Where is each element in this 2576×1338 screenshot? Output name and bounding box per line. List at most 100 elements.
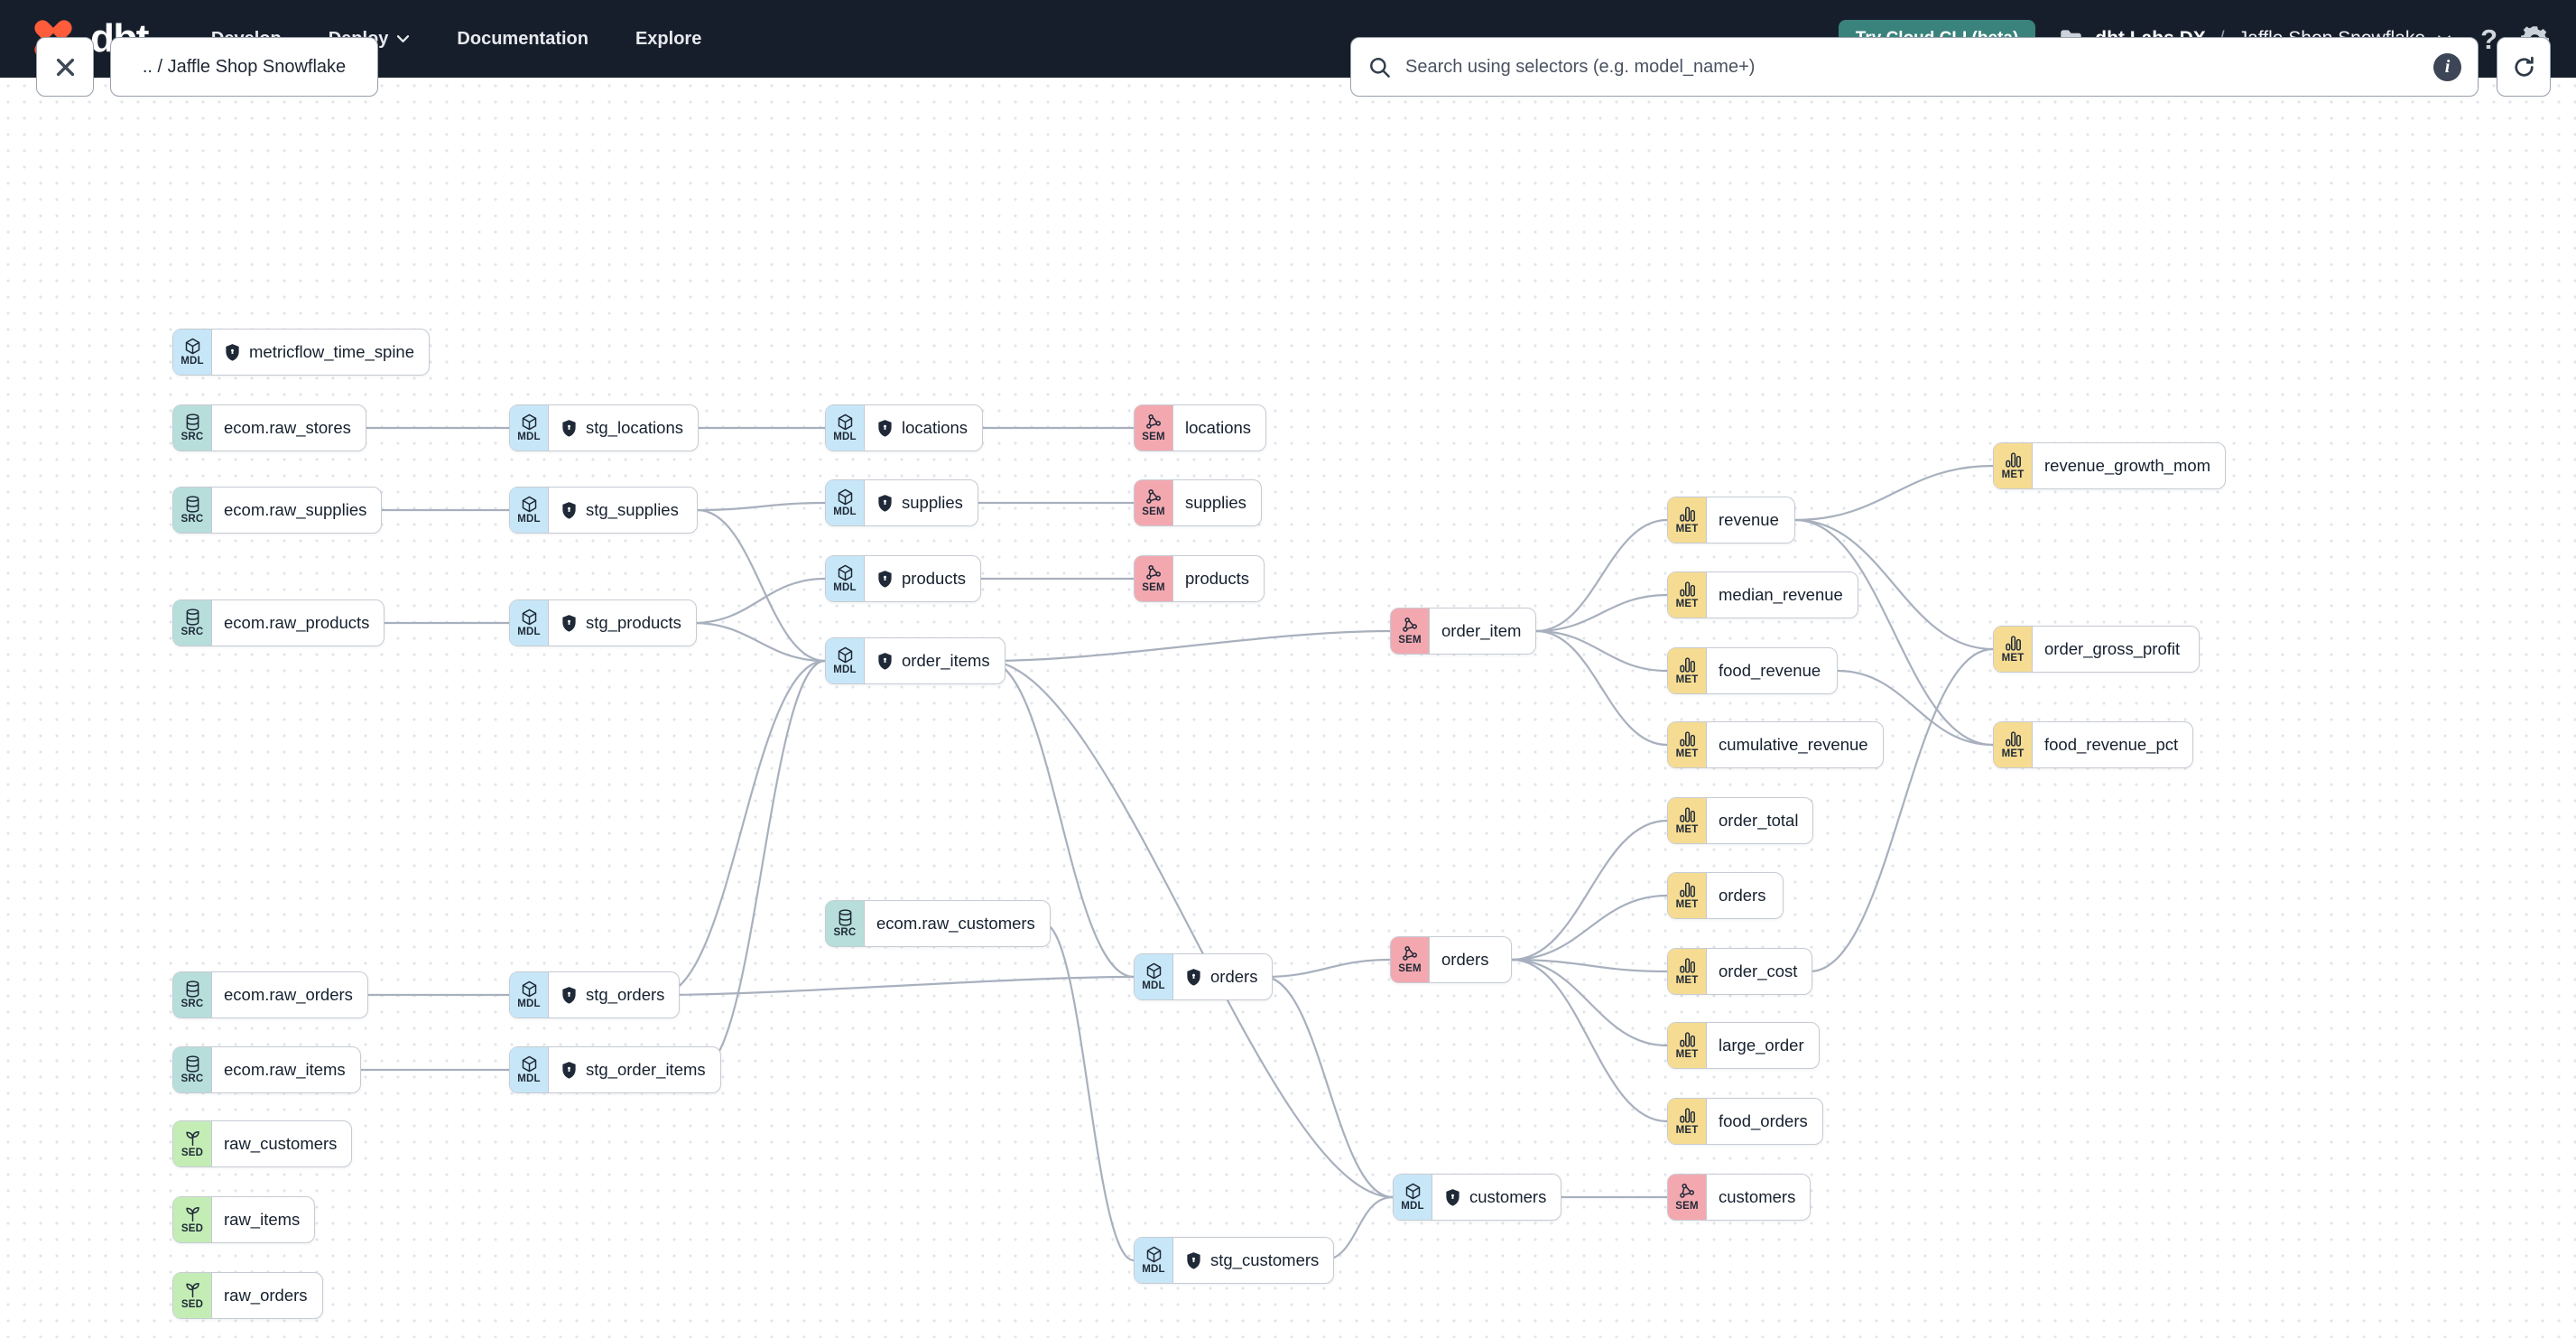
node-type-label: SRC	[181, 627, 204, 638]
node-met_orders[interactable]: MET orders	[1667, 872, 1784, 919]
node-body: food_revenue	[1707, 648, 1837, 693]
node-body: ecom.raw_supplies	[212, 488, 381, 533]
node-body: order_items	[865, 638, 1005, 683]
breadcrumb[interactable]: .. / Jaffle Shop Snowflake	[110, 37, 378, 97]
node-type-label: MET	[2001, 469, 2025, 481]
node-type-label: SEM	[1675, 1201, 1699, 1213]
node-type-badge: MET	[1668, 497, 1707, 543]
node-type-label: SED	[181, 1148, 204, 1159]
node-type-label: MET	[1675, 1049, 1699, 1061]
close-lineage-button[interactable]	[36, 37, 94, 97]
node-label: cumulative_revenue	[1719, 735, 1868, 754]
node-label: median_revenue	[1719, 585, 1843, 604]
node-label: supplies	[1185, 493, 1246, 512]
semantic-network-icon	[1144, 413, 1163, 432]
node-type-label: SEM	[1398, 635, 1422, 646]
governance-shield-icon	[876, 494, 894, 513]
node-label: raw_items	[224, 1210, 301, 1229]
refresh-icon	[2514, 56, 2534, 77]
refresh-button[interactable]	[2497, 37, 2551, 97]
node-label: ecom.raw_products	[224, 613, 370, 632]
semantic-network-icon	[1678, 1182, 1697, 1201]
model-cube-icon	[836, 488, 855, 506]
node-type-badge: MDL	[510, 1047, 549, 1092]
governance-shield-icon	[1185, 1251, 1202, 1270]
edge-sem_orders-met_order_cost	[1511, 958, 1668, 973]
node-met_revenue[interactable]: MET revenue	[1667, 497, 1795, 544]
node-stg_supplies[interactable]: MDL stg_supplies	[509, 487, 698, 534]
node-label: revenue	[1719, 510, 1779, 529]
node-raw_customers[interactable]: SED raw_customers	[172, 1120, 353, 1167]
node-type-badge: SRC	[173, 600, 212, 646]
node-ecom_raw_products[interactable]: SRC ecom.raw_products	[172, 599, 385, 646]
metric-bars-icon	[2004, 729, 2023, 748]
edge-orders-customers	[1263, 975, 1394, 1199]
metric-bars-icon	[1678, 1030, 1697, 1049]
node-label: stg_locations	[586, 418, 683, 437]
menu-item-explore[interactable]: Explore	[635, 28, 702, 49]
semantic-network-icon	[1144, 488, 1163, 506]
node-type-label: MET	[1675, 975, 1699, 987]
node-type-label: MET	[1675, 899, 1699, 911]
edge-sem_order_item-met_median_revenue	[1535, 593, 1668, 633]
info-icon[interactable]: i	[2433, 52, 2461, 81]
node-body: order_total	[1707, 798, 1812, 843]
node-label: raw_customers	[224, 1134, 338, 1153]
model-cube-icon	[520, 1055, 539, 1073]
model-cube-icon	[836, 646, 855, 664]
node-label: locations	[902, 418, 968, 437]
metric-bars-icon	[1678, 505, 1697, 524]
node-type-badge: MDL	[826, 638, 865, 683]
node-label: customers	[1469, 1187, 1547, 1206]
node-type-label: MDL	[517, 514, 541, 525]
node-label: locations	[1185, 418, 1252, 437]
node-label: orders	[1719, 886, 1766, 905]
seed-sprout-icon	[183, 1280, 202, 1299]
node-label: stg_supplies	[586, 500, 679, 519]
help-icon[interactable]: ?	[2480, 23, 2497, 55]
node-type-badge: SEM	[1135, 556, 1173, 601]
menu-item-documentation[interactable]: Documentation	[457, 28, 588, 49]
node-body: food_revenue_pct	[2033, 722, 2192, 767]
node-label: stg_customers	[1210, 1250, 1320, 1269]
search-input[interactable]	[1404, 55, 2422, 79]
governance-shield-icon	[561, 1061, 578, 1080]
node-body: stg_products	[549, 600, 696, 646]
